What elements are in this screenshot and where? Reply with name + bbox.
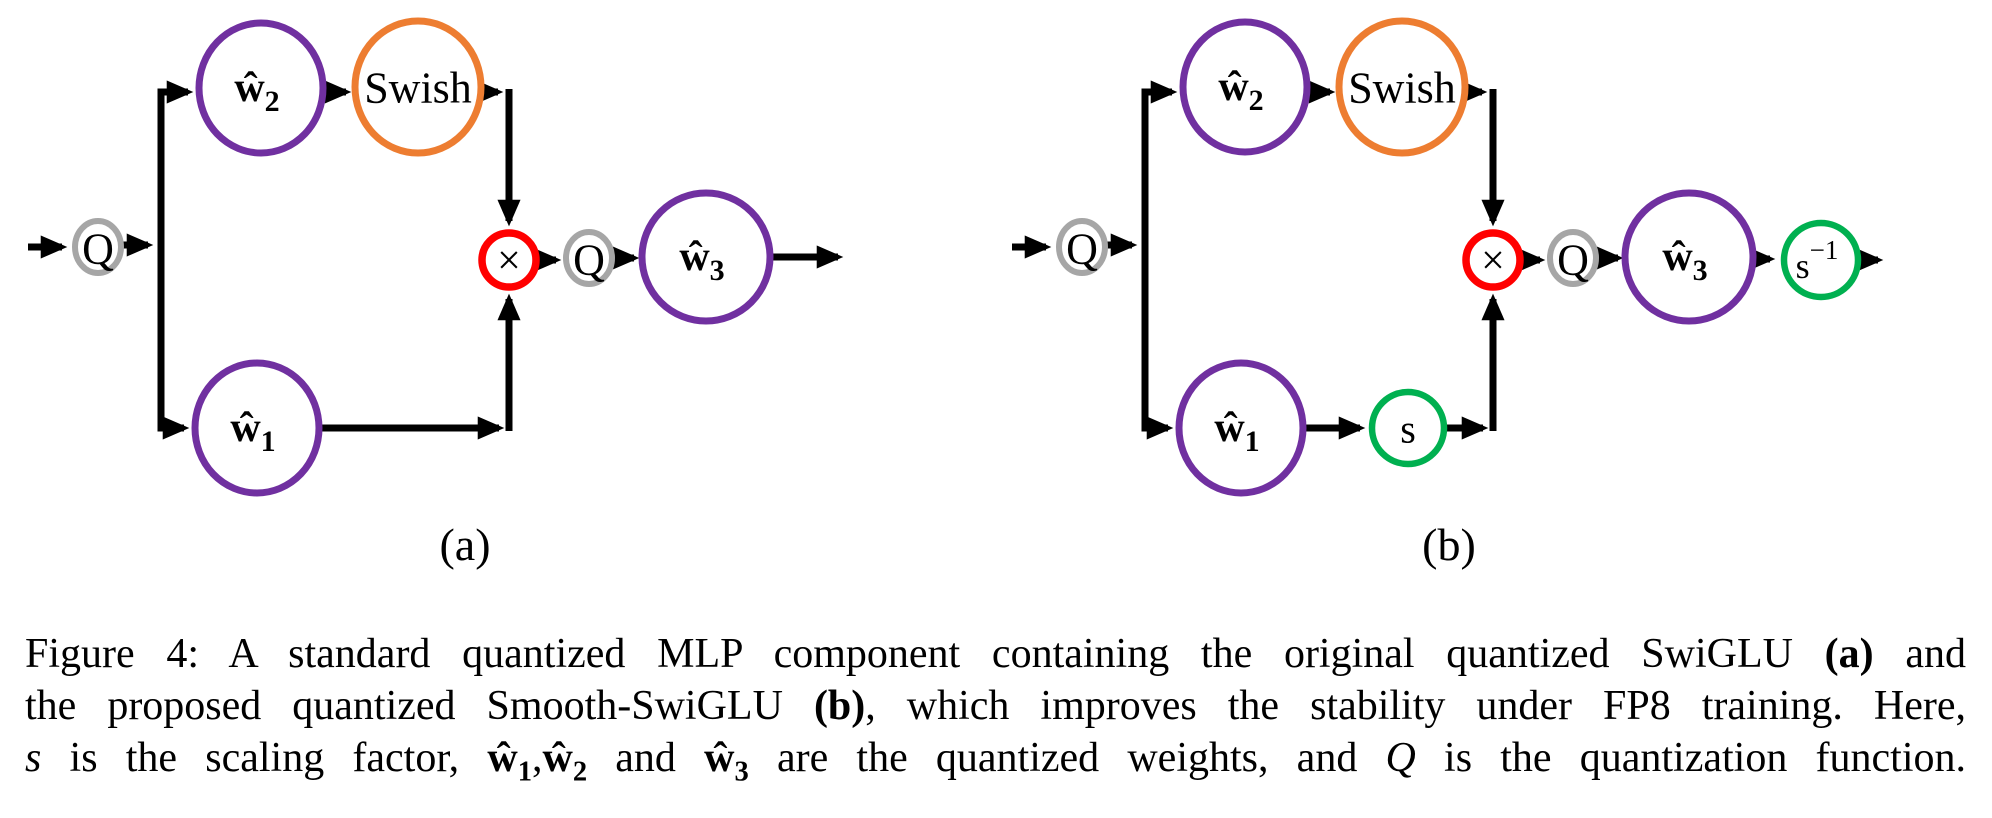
- node-w2-ring-a: [195, 19, 327, 157]
- diagram-b: Q ŵ2 Swish ŵ1 s × Q ŵ3 s−1 (b): [1012, 17, 1884, 570]
- node-q-output-label-b: Q: [1557, 236, 1589, 285]
- node-q-input-label-a: Q: [82, 225, 114, 274]
- node-swish-label-b: Swish: [1348, 64, 1456, 113]
- node-swish-label-a: Swish: [364, 64, 472, 113]
- node-q-input-ring-b: [1056, 218, 1108, 276]
- node-w1-ring-b: [1175, 359, 1307, 497]
- node-w1-ring-a: [191, 359, 323, 497]
- node-swish-ring-a: [351, 17, 485, 157]
- node-w2-label-a: ŵ2: [234, 65, 279, 118]
- node-q-input-ring-a: [72, 218, 124, 276]
- node-w3-label-a: ŵ3: [679, 234, 724, 287]
- node-scale-inverse-label-b: s−1: [1796, 235, 1839, 286]
- node-q-input-label-b: Q: [1066, 225, 1098, 274]
- diagram-a: Q ŵ2 Swish ŵ1 × Q ŵ3 (a): [28, 17, 844, 570]
- node-scale-inverse-ring-b: [1780, 219, 1862, 301]
- node-scale-ring-b: [1368, 388, 1448, 468]
- node-multiply-ring-b: [1462, 229, 1524, 291]
- panel-a-label: (a): [439, 519, 490, 570]
- node-multiply-ring-a: [478, 229, 540, 291]
- node-multiply-label-a: ×: [497, 238, 521, 284]
- node-w3-label-b: ŵ3: [1662, 234, 1707, 287]
- node-w3-ring-b: [1621, 189, 1757, 325]
- node-w1-label-a: ŵ1: [230, 405, 275, 458]
- node-multiply-label-b: ×: [1481, 238, 1505, 284]
- node-q-output-ring-b: [1547, 229, 1599, 287]
- node-w2-ring-b: [1179, 18, 1311, 156]
- node-q-output-label-a: Q: [573, 236, 605, 285]
- panel-b-label: (b): [1422, 519, 1476, 570]
- node-scale-label-b: s: [1400, 407, 1416, 452]
- node-q-output-ring-a: [563, 229, 615, 287]
- node-w1-label-b: ŵ1: [1214, 405, 1259, 458]
- figure-caption: Figure 4: A standard quantized MLP compo…: [25, 631, 1966, 788]
- node-w3-ring-a: [638, 189, 774, 325]
- swiglu-diagrams: Q ŵ2 Swish ŵ1 × Q ŵ3 (a): [28, 17, 1884, 570]
- node-w2-label-b: ŵ2: [1218, 64, 1263, 117]
- node-swish-ring-b: [1335, 17, 1469, 157]
